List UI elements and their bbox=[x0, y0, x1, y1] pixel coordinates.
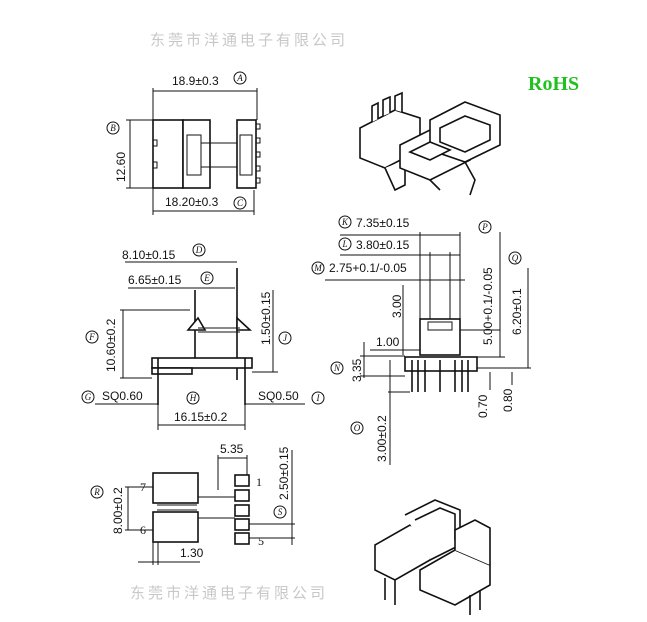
label-b: B bbox=[110, 123, 116, 133]
top-view: 18.9±0.3 A 12.60 B 18.20±0.3 C bbox=[106, 71, 261, 215]
label-o: O bbox=[354, 423, 361, 433]
dim-i: SQ0.50 bbox=[258, 389, 299, 403]
label-j: J bbox=[283, 333, 288, 343]
dim-n: 3.35 bbox=[350, 358, 364, 382]
watermark: 东莞市洋通电子有限公司 bbox=[130, 584, 328, 602]
dim-130: 1.30 bbox=[180, 546, 204, 560]
dim-b: 12.60 bbox=[114, 152, 128, 182]
label-h: H bbox=[189, 393, 197, 403]
label-a: A bbox=[236, 73, 243, 83]
dim-l: 3.80±0.15 bbox=[356, 238, 410, 252]
pin-label-7: 7 bbox=[140, 480, 146, 494]
bottom-view: 5.35 2.50±0.15 S 8.00±0.2 R 7 6 1 5 1.30 bbox=[90, 442, 295, 565]
pin-label-1: 1 bbox=[256, 475, 262, 489]
label-c: C bbox=[237, 198, 244, 208]
label-q: Q bbox=[512, 253, 519, 263]
dim-d: 8.10±0.15 bbox=[122, 248, 176, 262]
pin-label-5: 5 bbox=[258, 534, 264, 548]
label-r: R bbox=[93, 487, 100, 497]
front-view: K 7.35±0.15 L 3.80±0.15 M 2.75+0.1/-0.05… bbox=[311, 215, 531, 465]
pin-label-6: 6 bbox=[140, 523, 146, 537]
isometric-view-bottom bbox=[374, 499, 491, 615]
dim-o: 3.00±0.2 bbox=[375, 415, 389, 462]
label-k: K bbox=[341, 217, 349, 227]
label-p: P bbox=[481, 222, 488, 232]
dim-535: 5.35 bbox=[220, 442, 244, 456]
dim-080: 0.80 bbox=[501, 388, 515, 412]
label-i: I bbox=[316, 393, 321, 403]
label-l: L bbox=[341, 239, 347, 249]
watermark: 东莞市洋通电子有限公司 bbox=[150, 31, 348, 49]
label-m: M bbox=[313, 263, 322, 273]
dim-m: 2.75+0.1/-0.05 bbox=[329, 261, 407, 275]
dim-070: 0.70 bbox=[476, 394, 490, 418]
side-view: 8.10±0.15 D 6.65±0.15 E 10.60±0.2 F 1.50… bbox=[81, 243, 325, 430]
dim-p: 5.00+0.1/-0.05 bbox=[481, 267, 495, 345]
isometric-view-top bbox=[359, 91, 501, 196]
label-f: F bbox=[88, 332, 95, 342]
dim-h: 16.15±0.2 bbox=[174, 410, 228, 424]
dim-s: 2.50±0.15 bbox=[277, 446, 291, 500]
label-d: D bbox=[195, 245, 203, 255]
label-n: N bbox=[333, 363, 341, 373]
rohs-badge: RoHS bbox=[528, 73, 579, 95]
dim-300: 3.00 bbox=[390, 294, 404, 318]
dim-r: 8.00±0.2 bbox=[111, 487, 125, 534]
dim-c: 18.20±0.3 bbox=[165, 195, 219, 209]
dim-f: 10.60±0.2 bbox=[104, 318, 118, 372]
dim-a: 18.9±0.3 bbox=[172, 74, 219, 88]
dim-q: 6.20±0.1 bbox=[510, 288, 524, 335]
dim-j: 1.50±0.15 bbox=[259, 291, 273, 345]
label-g: G bbox=[85, 392, 92, 402]
label-s: S bbox=[278, 507, 283, 517]
dim-e: 6.65±0.15 bbox=[128, 273, 182, 287]
dim-g: SQ0.60 bbox=[102, 389, 143, 403]
dim-k: 7.35±0.15 bbox=[356, 216, 410, 230]
label-e: E bbox=[203, 273, 210, 283]
dim-100: 1.00 bbox=[376, 335, 400, 349]
